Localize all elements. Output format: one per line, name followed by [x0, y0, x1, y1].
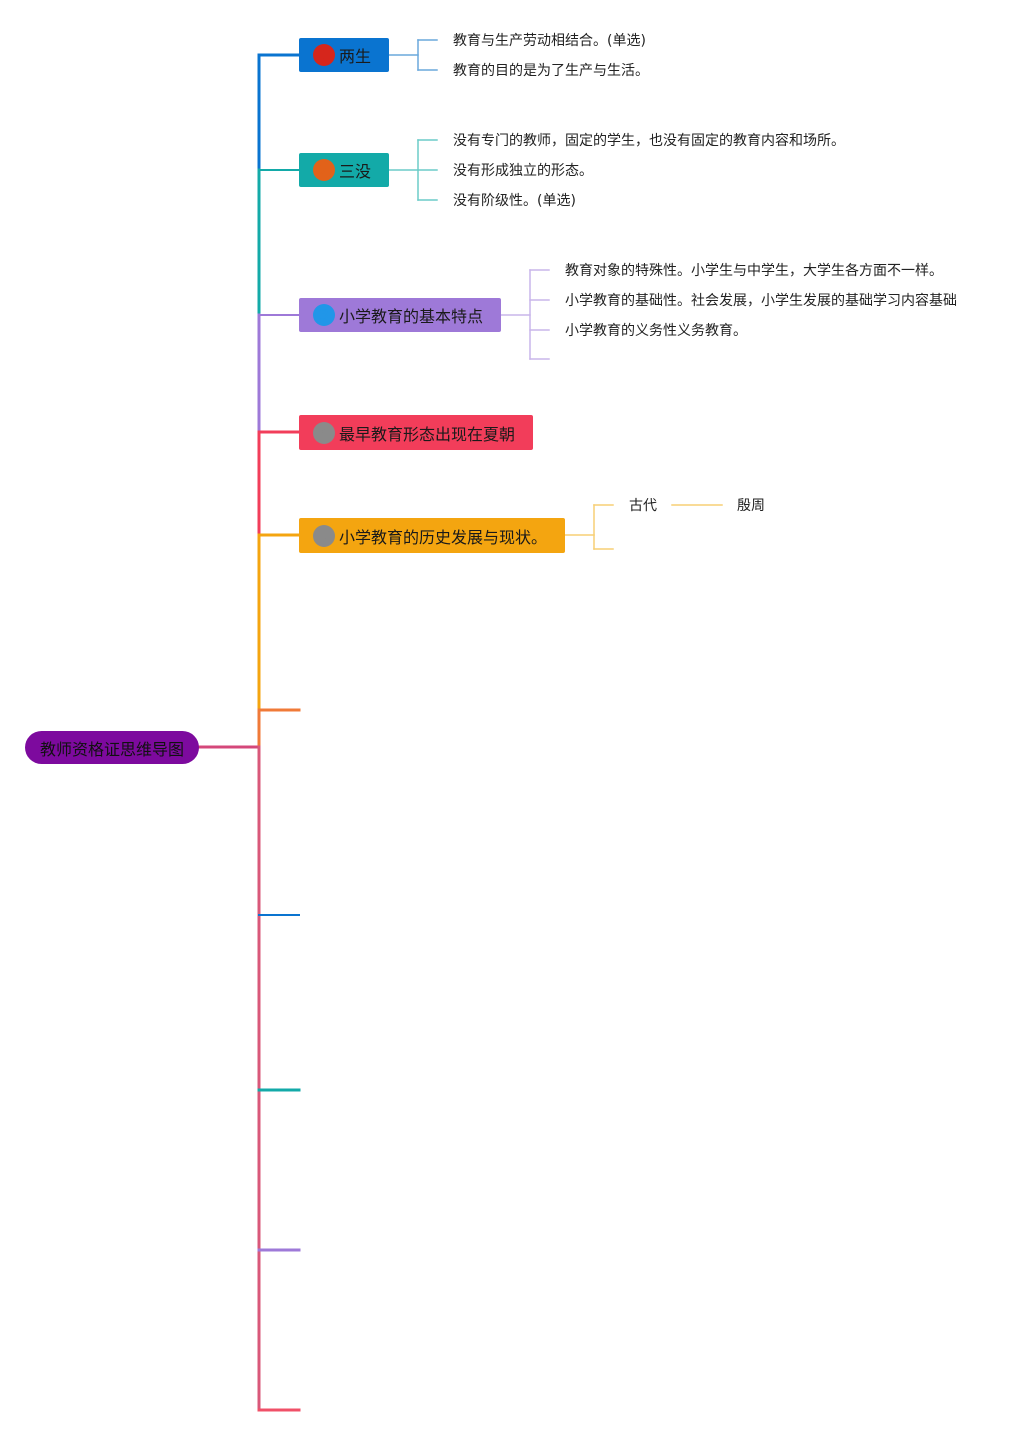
leaf-text[interactable]: 教育与生产劳动相结合。(单选) [453, 33, 646, 49]
number-badge-icon: 3 [313, 304, 335, 326]
leaf-text[interactable]: 小学教育的义务性义务教育。 [565, 323, 747, 339]
leaf-text[interactable]: 殷周 [737, 498, 765, 514]
number-badge-icon: 5 [313, 524, 335, 547]
root-node[interactable]: 教师资格证思维导图 [25, 731, 199, 764]
leaf-text[interactable]: 没有形成独立的形态。 [453, 163, 593, 179]
number-badge-icon: 2 [313, 159, 335, 181]
topic-node-2[interactable]: 2 三没 [299, 153, 389, 187]
leaf-text[interactable]: 小学教育的基础性。社会发展，小学生发展的基础学习内容基础 [565, 293, 957, 309]
topic-node-5[interactable]: 5 小学教育的历史发展与现状。 [299, 518, 565, 553]
number-badge-icon: 4 [313, 421, 335, 444]
root-label: 教师资格证思维导图 [39, 739, 184, 759]
topic-node-4[interactable]: 4 最早教育形态出现在夏朝 [299, 415, 533, 450]
leaf-text[interactable]: 没有阶级性。(单选) [453, 193, 576, 209]
leaf-text[interactable]: 古代 [629, 498, 657, 514]
topic-label: 两生 [339, 47, 372, 66]
topic-label: 小学教育的基本特点 [339, 307, 484, 326]
leaf-text[interactable]: 没有专门的教师，固定的学生，也没有固定的教育内容和场所。 [453, 133, 845, 149]
number-badge-icon: 1 [313, 44, 335, 66]
topic-label: 三没 [339, 162, 372, 181]
leaf-text[interactable]: 教育对象的特殊性。小学生与中学生，大学生各方面不一样。 [565, 263, 943, 279]
leaf-text[interactable]: 教育的目的是为了生产与生活。 [453, 63, 649, 79]
topic-node-3[interactable]: 3 小学教育的基本特点 [299, 298, 501, 332]
topic-label: 最早教育形态出现在夏朝 [339, 424, 516, 444]
topic-node-1[interactable]: 1 两生 [299, 38, 389, 72]
topic-label: 小学教育的历史发展与现状。 [339, 527, 548, 547]
